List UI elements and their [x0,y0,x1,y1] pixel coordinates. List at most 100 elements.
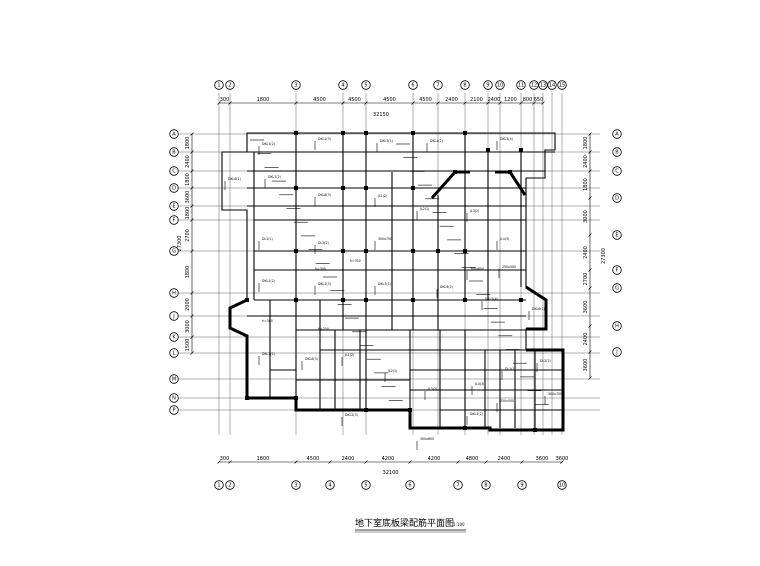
beam-layout [221,131,565,432]
column-marker [411,298,415,302]
bottom-dimension-value: 2400 [342,456,355,462]
beam-label: DKL2(3) [318,137,331,141]
beam-annotation: DL1(1) [258,237,273,250]
slab-thickness-mark: h=250 [318,327,329,331]
left-dimension-value: 1800 [185,207,191,220]
top-axis-bubble: 3 [291,80,301,90]
right-axis-bubble-label: F [616,267,619,273]
column-marker [411,249,415,253]
left-axis-bubble-label: B [172,149,176,155]
left-axis-bubble-circle [169,311,179,321]
bottom-axis-bubble-label: 1 [217,482,220,488]
top-axis-bubble-circle [495,80,505,90]
column-marker [294,186,298,190]
left-axis-bubble: H [169,288,179,298]
left-axis-bubble: K [169,332,179,342]
bottom-dimension-value: 3600 [556,456,569,462]
top-dimension-tick [294,101,298,105]
bottom-axis-bubble-label: 6 [408,482,411,488]
beam-label: DKL7(2) [268,175,281,179]
beam-annotation: 300x700 [544,392,562,405]
left-axis-bubble-label: K [172,334,176,340]
bottom-dimension-value: 4200 [382,456,395,462]
column-marker [341,298,345,302]
top-axis-bubble-circle [538,80,548,90]
top-dimension-tick [463,101,467,105]
top-axis-bubble-circle [291,80,301,90]
bottom-dimension-value: 300 [220,456,230,462]
beam-label: 300x600 [420,437,434,441]
top-axis-bubble-circle [547,80,557,90]
right-dimension-tick [588,376,592,380]
column-marker [411,186,415,190]
left-axis-bubble: F [169,215,179,225]
beam-label: DL1(1) [262,237,273,241]
beam-annotation: DKL4(2) [436,285,453,298]
top-axis-bubble-label: 14 [549,82,555,88]
beam-annotation: DKL8(3) [314,193,331,206]
column-marker [453,170,457,174]
beam-annotation: 250x500 [496,399,514,412]
bottom-axis-bubble-label: 7 [456,482,459,488]
left-axis-bubble-label: H [172,290,176,296]
column-marker [364,249,368,253]
left-dimension-tick [190,351,194,355]
bottom-dimension-tick [228,460,232,464]
left-dimension-tick [190,186,194,190]
top-dimension-tick [228,101,232,105]
beam-label: DKL5(4) [500,137,513,141]
beam-annotation: DKL1(2) [258,279,275,292]
left-axis-bubble-label: D [172,185,176,191]
right-axis-bubble-circle [612,321,622,331]
beam-label: DKL8(3) [318,193,331,197]
beam-annotation: 300x600 [416,437,434,450]
top-axis-bubble-circle [225,80,235,90]
right-dimension-value: 3600 [583,359,589,372]
beam-label: 300x700 [548,392,562,396]
bottom-axis-bubble-circle [325,480,335,490]
beam-annotation: DKL5(4) [481,297,498,310]
column-marker [463,426,467,430]
left-dimension-tick [190,169,194,173]
top-axis-bubble: 15 [557,80,567,90]
bottom-axis-bubble-label: 4 [328,482,331,488]
right-dimension-tick [588,196,592,200]
bottom-dimension-tick [484,460,488,464]
top-axis-bubble-circle [433,80,443,90]
bottom-axis-bubble: 6 [405,480,415,490]
top-dimension-tick [436,101,440,105]
right-dimension-value: 3600 [583,301,589,314]
top-dimension-tick [217,101,221,105]
beam-label: DKL2(3) [345,413,358,417]
left-axis-bubble-label: L [173,350,176,356]
right-axis-bubble-circle [612,166,622,176]
top-dimension-value: 2400 [488,97,501,103]
beam-label: JL3(2) [469,209,479,213]
right-dimension-tick [588,150,592,154]
beam-label: 300x700 [378,237,392,241]
column-marker [508,170,512,174]
bottom-axis-bubble: 4 [325,480,335,490]
right-axis-bubble: E [612,230,622,240]
left-axis-bubble: C [169,166,179,176]
left-axis-bubble: L [169,348,179,358]
slab-thickness-mark: h=300 [315,267,326,271]
top-axis-bubble: 5 [361,80,371,90]
bottom-axis-bubble: 5 [361,480,371,490]
right-dimension-tick [588,268,592,272]
column-marker [245,396,249,400]
right-axis-bubble-label: E [615,232,618,238]
right-axis-bubble: C [612,166,622,176]
top-axis-bubble-circle [338,80,348,90]
top-dimension-value: 4500 [313,97,326,103]
top-dimension-tick [364,101,368,105]
left-axis-bubble-circle [169,129,179,139]
beam-label: JL2(1) [387,369,397,373]
top-axis-bubble: 14 [547,80,557,90]
beam-label: DL2(2) [318,241,329,245]
right-axis-bubble-circle [612,265,622,275]
bottom-dimension-value: 4500 [307,456,320,462]
left-axis-bubble-circle [169,393,179,403]
right-dimension-value: 2700 [583,273,589,286]
